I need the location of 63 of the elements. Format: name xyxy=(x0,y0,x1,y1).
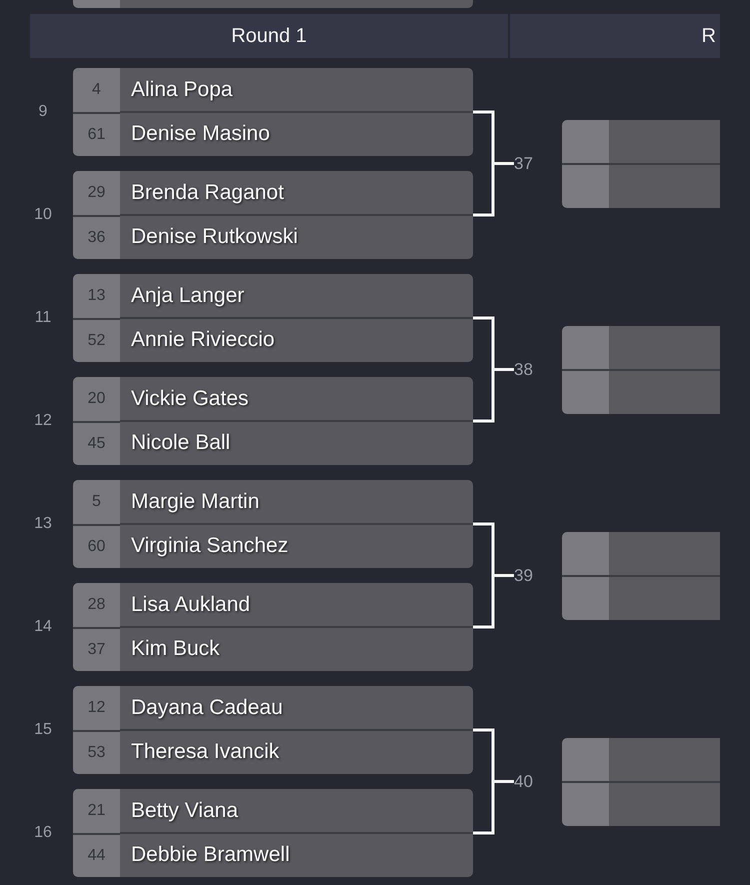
player-name: Kim Buck xyxy=(131,637,220,661)
seed-number: 52 xyxy=(73,318,120,362)
match-card xyxy=(73,789,473,877)
match-number: 11 xyxy=(34,308,52,328)
player-name: Annie Rivieccio xyxy=(131,328,275,352)
seed-number: 4 xyxy=(73,68,120,112)
match-number: 13 xyxy=(34,514,52,534)
player-name: Brenda Raganot xyxy=(131,181,284,205)
match-number: 40 xyxy=(514,770,533,794)
player-name: Nicole Ball xyxy=(131,431,230,455)
player-name: Theresa Ivancik xyxy=(131,740,280,764)
player-name: Denise Rutkowski xyxy=(131,225,298,249)
seed-number: 20 xyxy=(73,377,120,421)
match-number: 14 xyxy=(34,617,52,637)
match-number: 9 xyxy=(38,102,48,122)
bracket-line xyxy=(473,162,514,216)
seed-number: 28 xyxy=(73,583,120,627)
seed-number: 61 xyxy=(73,112,120,156)
round-header: R xyxy=(510,14,720,58)
player-name: Alina Popa xyxy=(131,78,233,102)
player-name: Debbie Bramwell xyxy=(131,843,290,867)
bracket-line xyxy=(473,368,514,422)
empty-match-card xyxy=(562,532,720,620)
empty-match-card xyxy=(73,0,473,8)
match-card xyxy=(73,377,473,465)
match-card xyxy=(73,480,473,568)
seed-number: 53 xyxy=(73,730,120,774)
seed-number: 44 xyxy=(73,833,120,877)
player-name: Betty Viana xyxy=(131,799,238,823)
match-number: 38 xyxy=(514,358,533,382)
seed-number: 60 xyxy=(73,524,120,568)
seed-number: 37 xyxy=(73,627,120,671)
player-name: Virginia Sanchez xyxy=(131,534,288,558)
match-number: 15 xyxy=(34,720,52,740)
seed-number: 36 xyxy=(73,215,120,259)
empty-match-card xyxy=(562,326,720,414)
empty-match-card xyxy=(562,738,720,826)
player-name: Lisa Aukland xyxy=(131,593,250,617)
seed-number: 12 xyxy=(73,686,120,730)
round-header: Round 1 xyxy=(30,14,508,58)
player-name: Anja Langer xyxy=(131,284,244,308)
match-number: 37 xyxy=(514,152,533,176)
seed-number: 21 xyxy=(73,789,120,833)
player-name: Dayana Cadeau xyxy=(131,696,283,720)
player-name: Denise Masino xyxy=(131,122,270,146)
match-card xyxy=(73,171,473,259)
match-card xyxy=(73,583,473,671)
bracket-line xyxy=(473,574,514,628)
match-number: 39 xyxy=(514,564,533,588)
player-name: Vickie Gates xyxy=(131,387,248,411)
player-name: Margie Martin xyxy=(131,490,260,514)
seed-number: 29 xyxy=(73,171,120,215)
seed-number: 5 xyxy=(73,480,120,524)
match-card xyxy=(73,68,473,156)
match-number: 10 xyxy=(34,205,52,225)
seed-number: 13 xyxy=(73,274,120,318)
match-number: 16 xyxy=(34,823,52,843)
seed-number: 45 xyxy=(73,421,120,465)
bracket-line xyxy=(473,780,514,834)
match-card xyxy=(73,686,473,774)
match-number: 12 xyxy=(34,411,52,431)
match-card xyxy=(73,274,473,362)
empty-match-card xyxy=(562,120,720,208)
